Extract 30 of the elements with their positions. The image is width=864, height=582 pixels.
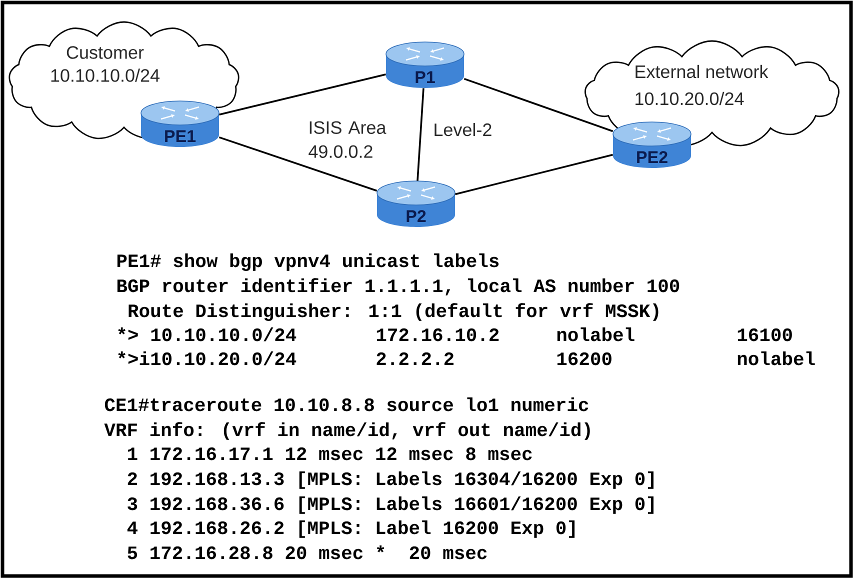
link-line bbox=[454, 154, 614, 196]
cli-text: 5 172.16.28.8 20 msec * 20 msec bbox=[128, 545, 487, 560]
cli-text: PE1# show bgp vpnv4 unicast labels bbox=[117, 253, 499, 271]
cli-text: 3 192.168.36.6 [MPLS: Labels 16601/16200 Exp 0] bbox=[128, 496, 654, 514]
cli-text: *>i10.10.20.0/24 bbox=[118, 351, 296, 366]
area-label: ISIS Area 49.0.0.2 bbox=[308, 121, 386, 158]
router: P2 bbox=[376, 180, 456, 227]
link-line bbox=[464, 78, 614, 132]
cli-text: nolabel bbox=[738, 351, 815, 366]
link-line bbox=[218, 136, 378, 192]
area-label: Level-2 bbox=[434, 122, 492, 136]
link-line bbox=[416, 88, 424, 181]
cli-text: *> 10.10.10.0/24 bbox=[118, 327, 296, 342]
router: P1 bbox=[386, 42, 464, 88]
cli-text: 2.2.2.2 bbox=[376, 352, 454, 365]
cli-text: 4 192.168.26.2 [MPLS: Label 16200 Exp 0] bbox=[127, 520, 575, 538]
cli-text: Route Distinguisher: 1:1 (default for vrf MSSK) bbox=[128, 303, 658, 321]
cli-text: CE1#traceroute 10.10.8.8 source lo1 numeric bbox=[104, 397, 588, 412]
router: PE1 bbox=[140, 100, 220, 147]
cli-text: 172.16.10.2 bbox=[376, 328, 499, 342]
link-line bbox=[219, 74, 386, 116]
cli-text: 16100 bbox=[738, 328, 792, 342]
network-cloud: External network 10.10.20.0/24 bbox=[584, 40, 840, 146]
cli-text: BGP router identifier 1.1.1.1, local AS number 100 bbox=[117, 278, 680, 296]
cli-text: nolabel bbox=[557, 327, 634, 342]
cli-text: 2 192.168.13.3 [MPLS: Labels 16304/16200 Exp 0] bbox=[128, 471, 654, 489]
router: PE2 bbox=[612, 122, 692, 168]
cli-text: VRF info: (vrf in name/id, vrf out name/id) bbox=[104, 422, 590, 440]
cli-text: 16200 bbox=[557, 352, 612, 366]
cli-text: 1 172.16.17.1 12 msec 12 msec 8 msec bbox=[128, 447, 532, 460]
